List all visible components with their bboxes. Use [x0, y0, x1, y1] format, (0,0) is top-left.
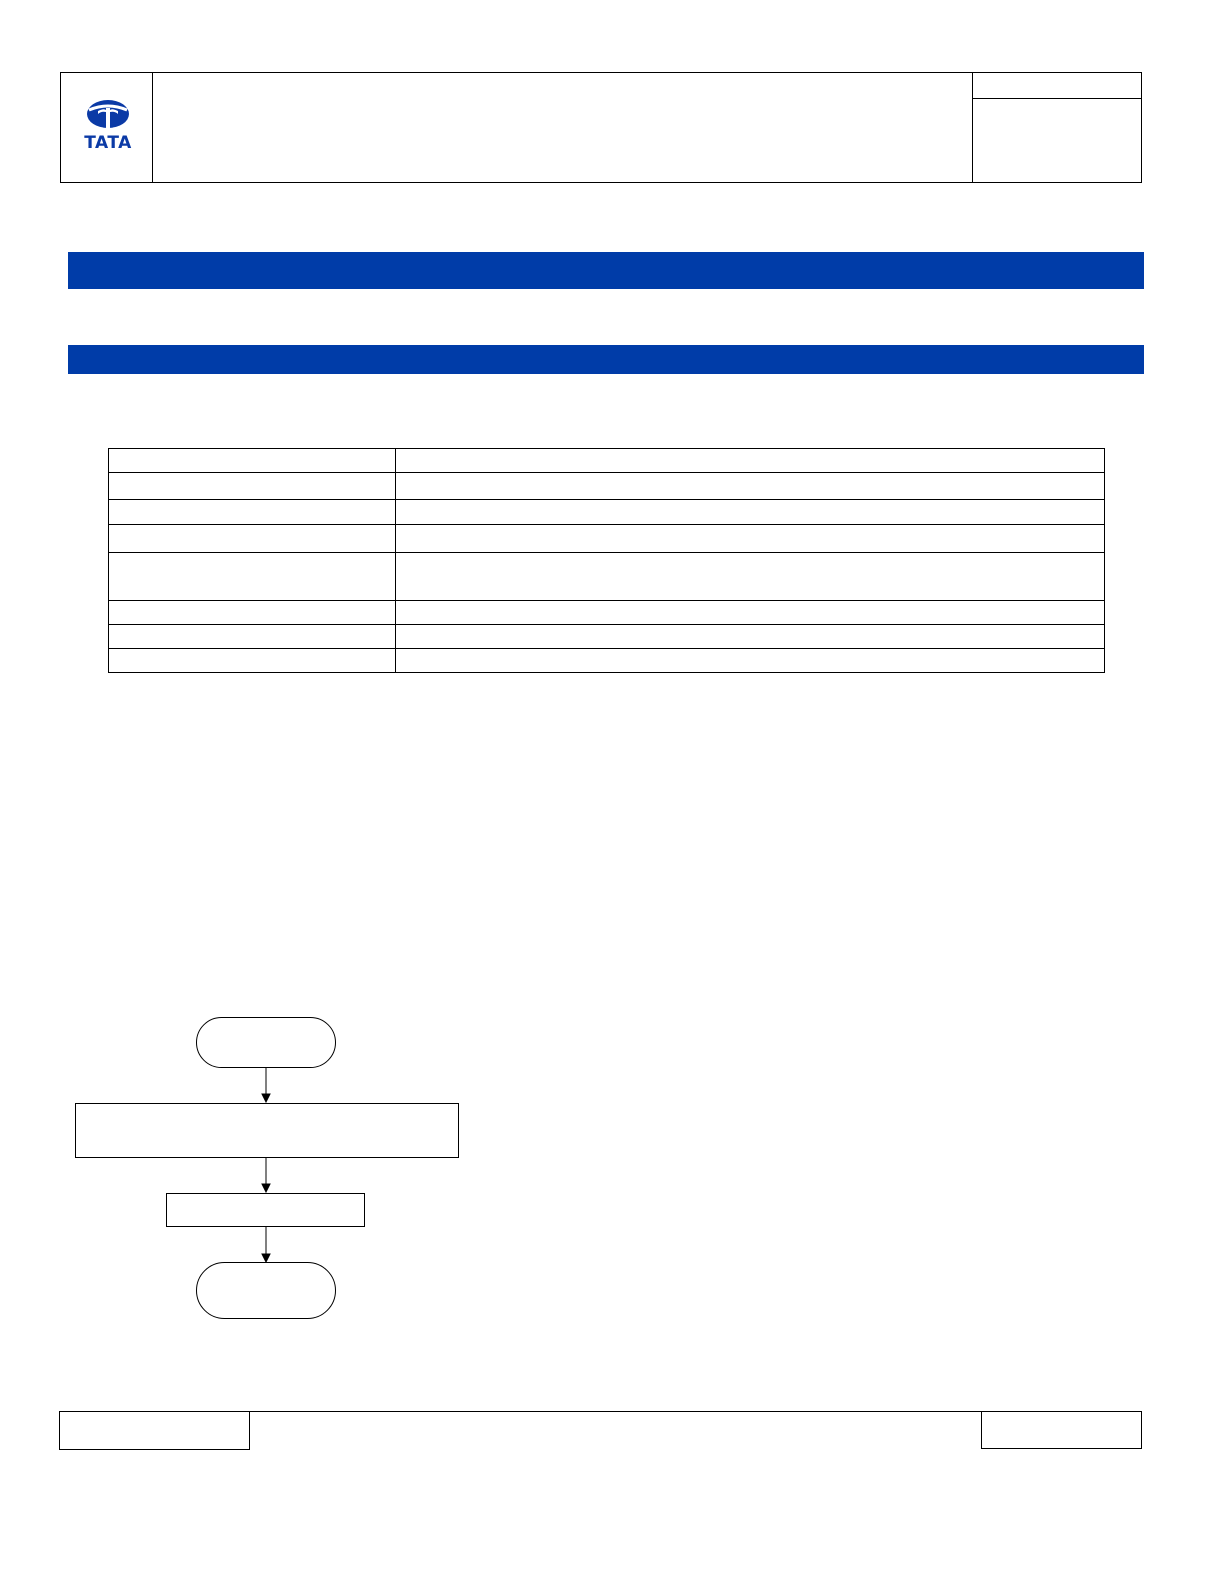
table-row [108, 600, 1105, 625]
footer-rule [249, 1411, 982, 1412]
table-cell-value [395, 499, 1105, 525]
arrowhead-icon [261, 1183, 271, 1194]
flowchart-process-step-1 [75, 1103, 459, 1158]
flowchart-end-terminal [196, 1262, 336, 1319]
table-cell-value [395, 524, 1105, 553]
footer-left-box [59, 1411, 250, 1450]
document-header [60, 72, 1142, 183]
table-row [108, 448, 1105, 473]
table-row [108, 648, 1105, 673]
table-cell-value [395, 552, 1105, 601]
table-cell-value [395, 648, 1105, 673]
info-table [108, 448, 1105, 673]
table-cell-value [395, 448, 1105, 473]
table-cell-label [108, 524, 396, 553]
table-cell-label [108, 472, 396, 500]
header-logo-cell [60, 72, 153, 183]
table-cell-label [108, 448, 396, 473]
section-bar-1 [68, 252, 1144, 289]
table-cell-label [108, 600, 396, 625]
arrowhead-icon [261, 1253, 271, 1264]
table-cell-label [108, 552, 396, 601]
table-row [108, 552, 1105, 601]
flowchart-start-terminal [196, 1017, 336, 1068]
tata-wordmark: TATA [84, 133, 132, 153]
table-row [108, 499, 1105, 525]
table-cell-value [395, 624, 1105, 649]
table-cell-value [395, 600, 1105, 625]
section-bar-2 [68, 345, 1144, 374]
table-row [108, 524, 1105, 553]
tata-emblem-icon [87, 100, 129, 130]
table-cell-label [108, 648, 396, 673]
footer-right-box [981, 1411, 1142, 1449]
flowchart-connectors [261, 1068, 271, 1264]
header-meta-top [973, 72, 1142, 98]
flowchart-process-step-2 [166, 1193, 365, 1227]
header-meta-divider [972, 98, 1142, 99]
header-meta-cell [972, 72, 1142, 183]
table-cell-value [395, 472, 1105, 500]
table-row [108, 472, 1105, 500]
arrowhead-icon [261, 1093, 271, 1104]
table-row [108, 624, 1105, 649]
table-cell-label [108, 499, 396, 525]
tata-logo-icon: TATA [76, 98, 140, 156]
table-cell-label [108, 624, 396, 649]
